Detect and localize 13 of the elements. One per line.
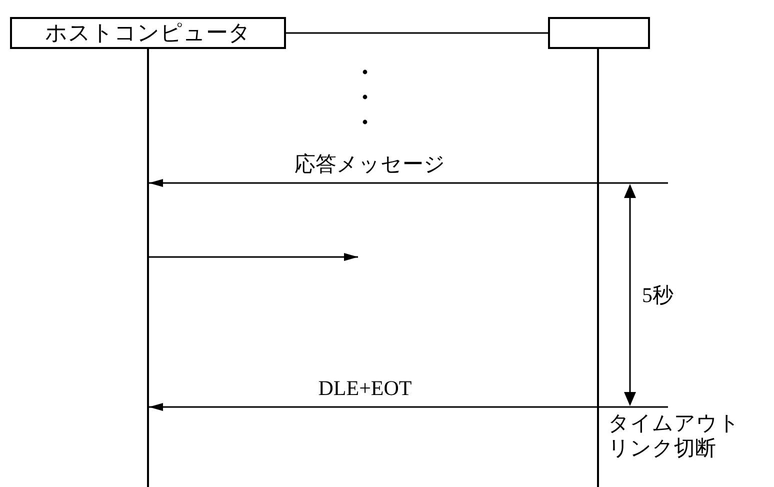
arrow (149, 253, 358, 261)
edge-label: DLE+EOT (318, 376, 412, 400)
participant-box (10, 17, 286, 49)
lifeline (597, 49, 599, 487)
participant-name: ホストコンピュータ (45, 19, 251, 47)
edge-label: 応答メッセージ (294, 152, 446, 176)
lifeline (147, 49, 149, 487)
note-text: 5秒 (642, 283, 674, 308)
arrow (149, 403, 597, 411)
participant-box (548, 17, 650, 49)
note-text: タイムアウト (608, 411, 741, 436)
note-text: リンク切断 (608, 436, 717, 462)
arrow (149, 179, 597, 187)
